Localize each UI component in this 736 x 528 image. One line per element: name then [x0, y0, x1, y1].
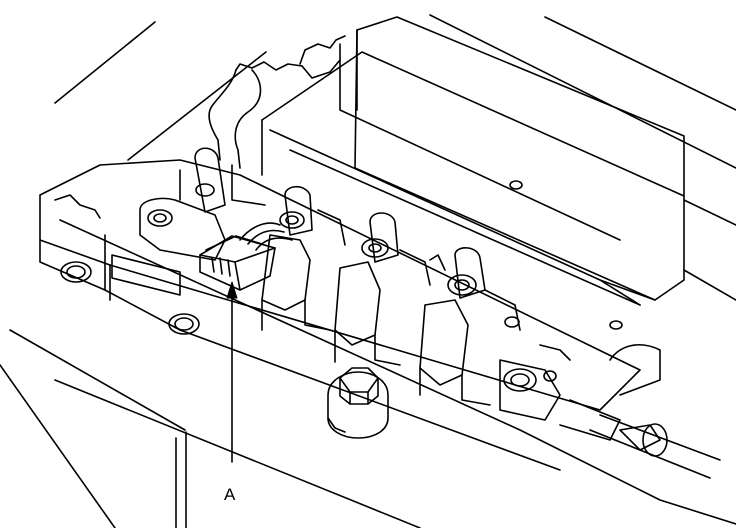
manual-valve-detent — [560, 345, 720, 478]
solenoid-connector — [200, 223, 292, 290]
valve-body-bolt-right — [500, 345, 570, 420]
shift-solenoid-2 — [262, 187, 345, 330]
background-housing-lines — [0, 15, 736, 528]
valve-body-plug — [328, 368, 388, 438]
callout-label-a: A — [224, 485, 236, 504]
shift-solenoid-3 — [335, 213, 445, 365]
shift-solenoid-4 — [420, 248, 520, 405]
shift-solenoid-1 — [140, 148, 265, 260]
callout-leader-a — [227, 282, 237, 462]
valve-body-base — [40, 160, 640, 470]
wire-harness — [209, 36, 345, 168]
control-module-cover — [262, 17, 736, 329]
